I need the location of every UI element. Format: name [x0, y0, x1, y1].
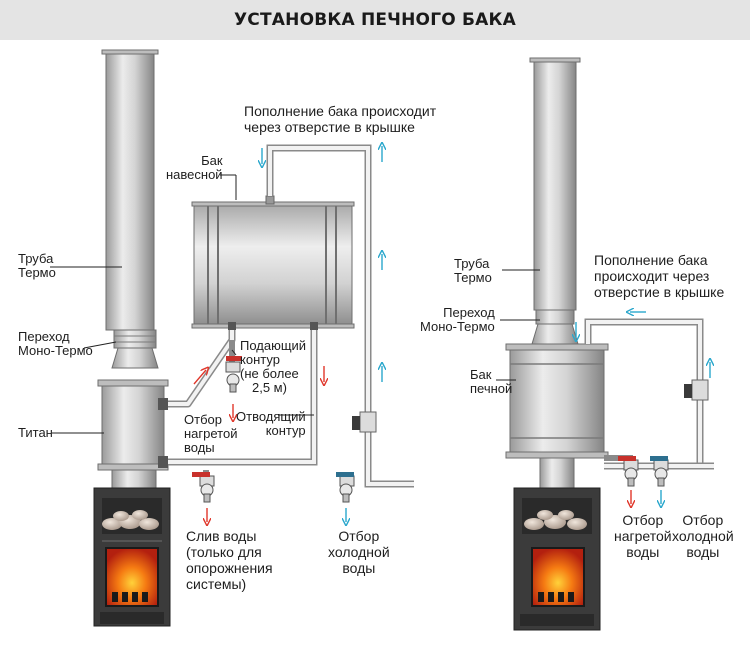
valve-icon: [225, 356, 242, 393]
adapter-sleeve: [113, 329, 157, 349]
titan-heater: [101, 379, 165, 471]
right-assembly: [496, 57, 714, 631]
header-bar: [0, 0, 750, 40]
stones-icon: [524, 510, 587, 530]
check-valve: [691, 379, 709, 401]
valve-icon: [336, 472, 355, 503]
arrow-icon: [193, 146, 382, 522]
leader-lines: [50, 174, 314, 434]
valve-icon: [650, 456, 669, 487]
adapter-sleeve: [531, 323, 579, 345]
chimney-pipe: [105, 49, 155, 331]
valve-icon: [192, 472, 215, 503]
stones-icon: [102, 510, 159, 530]
valve-icon: [618, 456, 639, 487]
arrow-icon: [576, 312, 710, 504]
stove-tank: [509, 343, 605, 459]
left-assembly: [50, 49, 414, 627]
page-title: УСТАНОВКА ПЕЧНОГО БАКА: [234, 10, 516, 30]
check-valve: [359, 411, 377, 433]
leader-lines: [496, 269, 540, 381]
chimney-pipe: [533, 59, 577, 311]
titan-label: Титан: [18, 425, 53, 440]
